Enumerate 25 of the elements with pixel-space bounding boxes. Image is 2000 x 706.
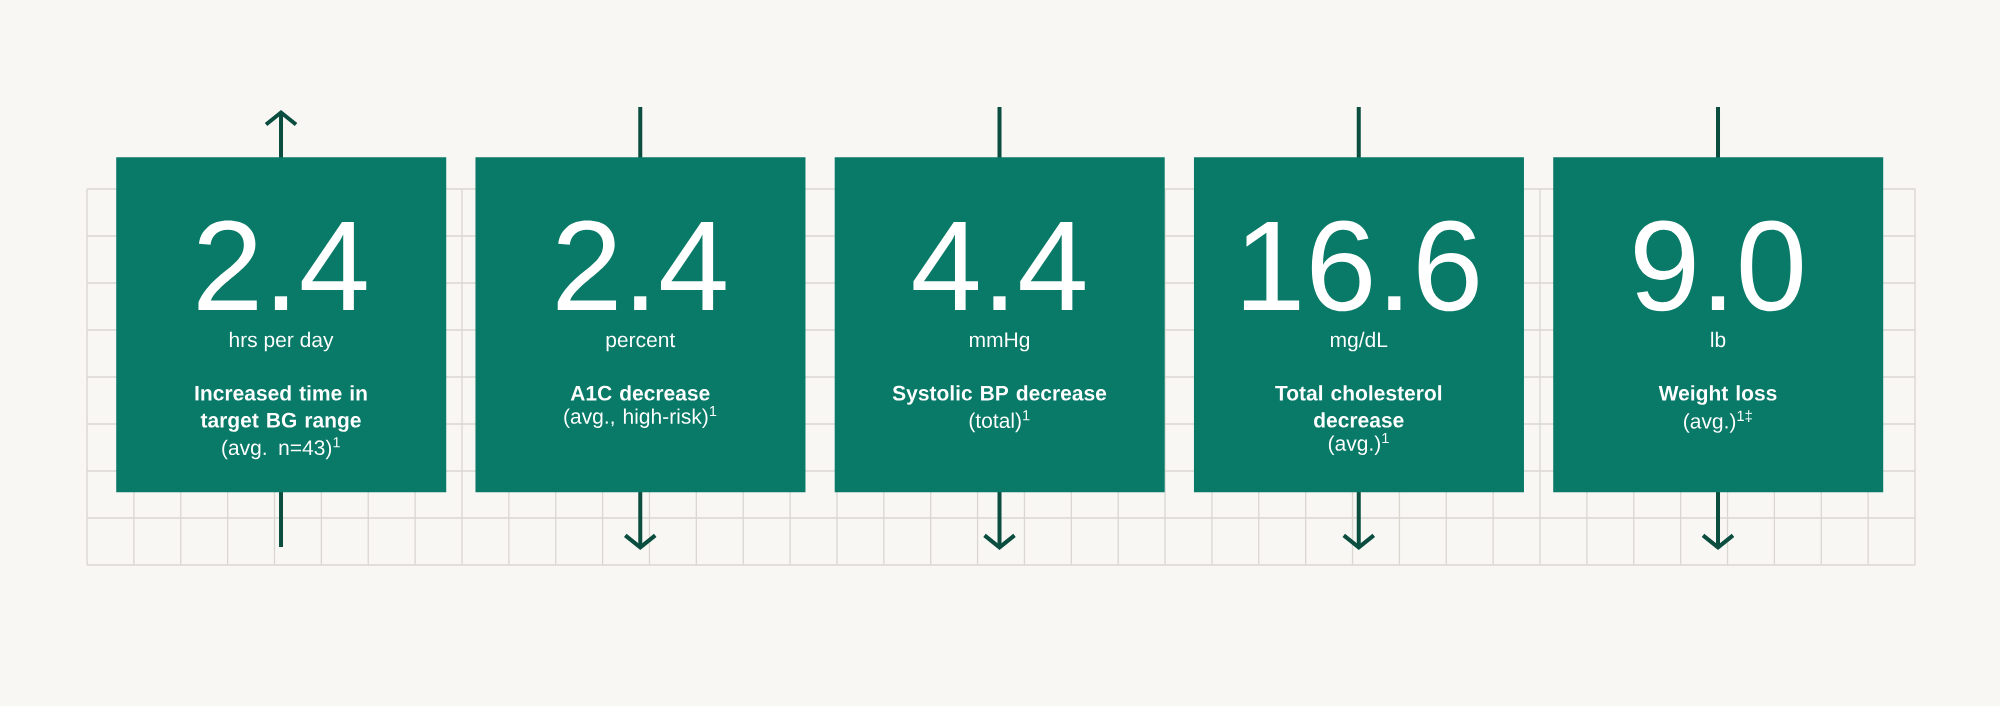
unit-label: mg/dL [1330, 331, 1388, 352]
stat-card [834, 157, 1165, 493]
stat-title: Systolic BP decrease [892, 385, 1107, 405]
stat-value: 2.4 [198, 220, 367, 310]
stat-card [1193, 157, 1524, 493]
unit-label: mmHg [970, 332, 1030, 352]
stat-note: (total)$^{1}$ [969, 410, 1030, 433]
stat-note: (avg.)$^{1‡}$ [1684, 410, 1752, 433]
stat-title: Weight loss [1658, 385, 1777, 405]
stat-card [475, 157, 806, 493]
stat-card [1553, 157, 1884, 493]
stat-value: 4.4 [913, 221, 1085, 310]
stat-title: Total cholesterol decrease [1275, 385, 1442, 428]
stat-note: (avg. n=43)$^{1}$ [222, 437, 340, 460]
stat-value: 16.6 [1243, 220, 1478, 312]
stat-title: A1C decrease [570, 385, 710, 401]
stat-card [116, 157, 447, 493]
unit-label: percent [606, 333, 676, 352]
stat-note: (avg.)$^{1}$ [1328, 433, 1389, 455]
stat-value: 2.4 [557, 220, 726, 310]
stat-value: 9.0 [1635, 220, 1802, 312]
stat-title: Increased time in target BG range [195, 385, 367, 432]
unit-label: hrs per day [229, 331, 334, 352]
stat-note: (avg., high-risk)$^{1}$ [564, 406, 717, 428]
unit-label: lb [1711, 331, 1726, 348]
